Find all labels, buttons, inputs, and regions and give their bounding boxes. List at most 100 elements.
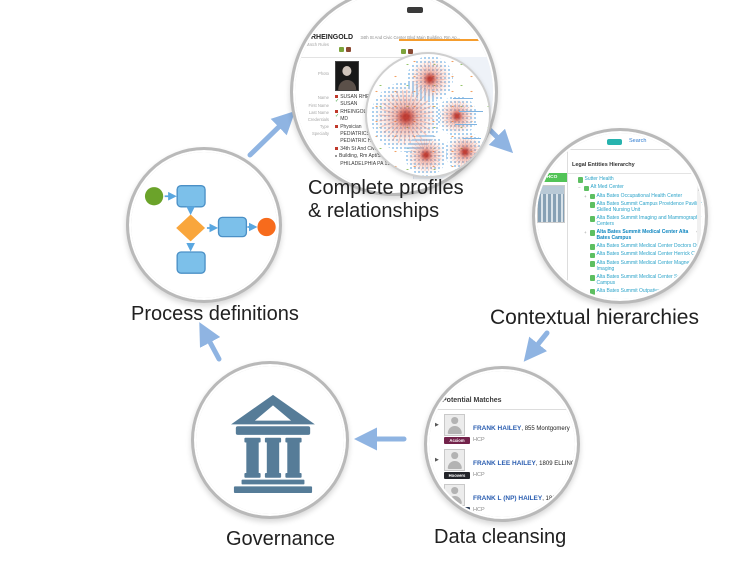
entity-type: HCP [473,472,485,478]
expand-icon[interactable]: ▶ [435,422,439,428]
avatar [444,414,465,436]
field-label-specialty: Specialty [312,131,329,136]
source-badge: Hoovers [444,472,470,479]
divider [437,409,575,410]
graph-cluster [407,56,453,102]
panel-title: Legal Entities Hierarchy [572,162,635,168]
expand-icon[interactable]: + [584,230,587,236]
field-label-first-name: First Name [308,103,329,108]
tree-item[interactable]: +Alta Bates Occupational Health Center [584,192,683,200]
profile-name-header: RHEINGOLD [311,34,353,41]
tree-item[interactable]: Alta Bates Summit Imaging and Mammograph… [572,215,703,228]
value-row: Physician [335,124,413,131]
expand-icon[interactable]: ▶ [435,457,439,463]
match-rules-label: Match Rules [305,42,329,47]
cleansing-label: Data cleansing [434,526,567,548]
match-row[interactable]: ▶ NTDC FRANK L (NP) HAILEY, 1809 F HCP [435,484,575,514]
search-tab[interactable]: Search [629,138,647,144]
value-row: MD [335,113,413,123]
task-node-2 [217,216,248,238]
diff-marker-icon [335,124,339,128]
match-row[interactable]: ▶ Acxiom FRANK HAILEY, 855 Montgomery HC… [435,414,575,444]
entity-icon [584,185,589,192]
end-event-node [257,217,276,237]
diff-marker-icon [335,109,339,114]
tree-item[interactable]: Alta Bates Summit Medical Center Summit … [572,274,703,287]
tree-item[interactable]: Alta Bates Summit Medical Center Herrick… [572,252,703,259]
entity-icon [590,252,595,259]
diff-marker-icon [335,146,339,151]
field-label-credentials: Credentials [307,117,329,122]
source-badge: NTDC [444,507,470,514]
source-icon [401,49,406,55]
avatar [444,484,465,506]
matches-title: Potential Matches [442,397,502,404]
relationship-graph-circle [365,52,491,178]
tree-item[interactable]: Alta Bates Summit Medical Center Doctors… [572,243,703,250]
match-name-link[interactable]: FRANK HAILEY [473,425,522,432]
match-row[interactable]: ▶ Hoovers FRANK LEE HAILEY, 1809 ELLING … [435,449,575,479]
count-box [701,230,703,236]
graph-edge [455,124,477,125]
collapse-icon[interactable]: − [578,185,581,191]
entity-icon [578,177,583,183]
graph-edge [459,111,483,112]
entity-icon [590,244,595,250]
tree-item[interactable]: −Alt Med Center [578,184,624,192]
tree-item[interactable]: Alta Bates Summit Outpatient Clinic [572,288,703,295]
profiles-label: Complete profiles & relationships [308,177,464,222]
match-name-link[interactable]: FRANK LEE HAILEY [473,460,536,467]
process-definitions-circle [126,147,282,303]
graph-edge [453,98,473,99]
value-row: RHEINGOLD [335,109,413,116]
check-marker-icon [335,113,339,121]
field-label-name: Name [317,95,329,100]
tree-item-selected[interactable]: +Alta Bates Summit Medical Center Alta B… [572,229,703,242]
gateway-node [176,214,206,242]
task-node-3 [176,251,206,274]
graph-cluster [405,134,447,176]
bank-icon [231,394,315,493]
scrollbar[interactable] [697,153,701,299]
source-badge: Acxiom [444,437,470,444]
entity-icon [590,230,595,236]
graph-cluster [437,96,477,136]
value-row: Building, Rm Apt/S Phil... [335,153,413,160]
value-row: SUSAN RHEINGOLD [335,94,413,101]
source-icon [346,47,351,53]
profile-address-header: 34th St And Civic Center Blvd Main Build… [360,35,461,40]
header-button[interactable] [407,7,423,13]
entity-type: HCP [473,507,485,513]
arrow-process-to-profiles [247,111,296,158]
entity-tree: Sutter Health −Alt Med Center +Alta Bate… [568,174,703,298]
entity-icon [590,202,595,208]
graph-edge [463,138,481,139]
entity-icon [590,193,595,200]
show-more-link[interactable]: show more [539,289,564,295]
check-marker-icon [335,98,339,106]
arrow-governance-to-process [199,322,222,362]
profile-photo [335,61,359,91]
expand-icon[interactable]: + [584,193,587,199]
hierarchies-circle: Search HCO show more All Legal Entities … [532,128,708,304]
bpmn-flowchart [144,184,276,274]
start-event-node [144,187,164,206]
source-icon [339,47,344,53]
hierarchies-label: Contextual hierarchies [490,306,699,329]
entity-icon [590,275,595,281]
tree-item[interactable]: Alta Bates Summit Campus Providence Pavi… [572,201,703,214]
bullet-icon [335,154,337,157]
tree-item[interactable]: Alta Bates Summit Medical Center Magneti… [572,260,703,273]
source-icon [408,49,413,55]
matches-list: ▶ Acxiom FRANK HAILEY, 855 Montgomery HC… [435,414,575,514]
match-name-link[interactable]: FRANK L (NP) HAILEY [473,495,543,502]
field-label-photo: Photo [318,71,329,76]
entity-icon [590,261,595,267]
profile-header: RHEINGOLD 34th St And Civic Center Blvd … [311,26,491,44]
tree-item[interactable]: Sutter Health [572,176,703,183]
facility-photo [537,185,565,223]
diff-marker-icon [335,95,339,99]
entity-icon [590,216,595,222]
entity-icon [590,289,595,295]
